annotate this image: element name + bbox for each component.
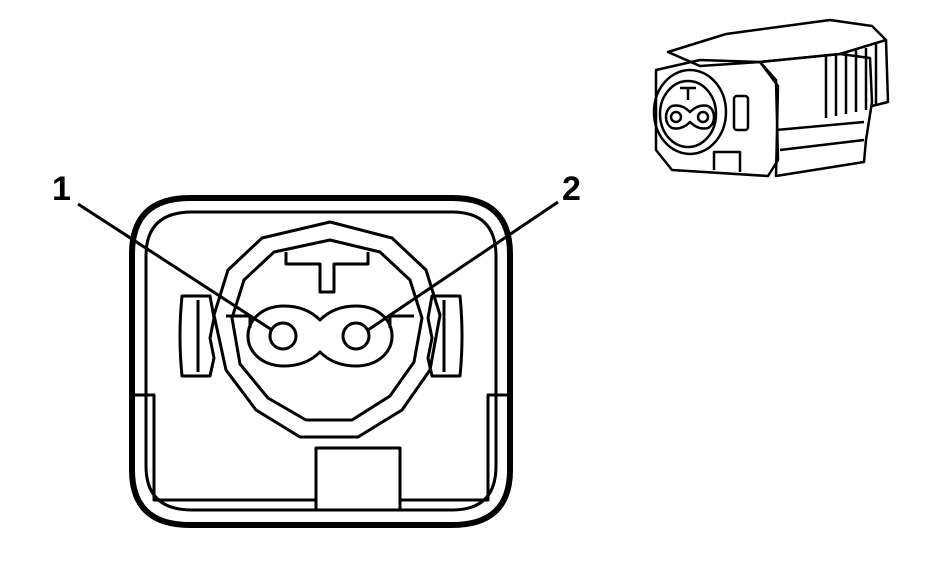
leader-line-2 [367, 200, 559, 332]
connector-isometric-view [652, 18, 890, 178]
iso-terminal-body [664, 104, 716, 130]
iso-keying-rib [680, 86, 696, 100]
terminal-bracket-left [226, 314, 252, 328]
keying-rib [284, 252, 370, 294]
iso-socket-ring [652, 68, 728, 156]
housing-outer [129, 195, 513, 528]
side-clip-right [426, 294, 464, 378]
iso-bottom-notch [712, 150, 742, 172]
callout-2-label: 2 [562, 170, 581, 208]
iso-terminal-2-icon [696, 110, 710, 124]
connector-face [129, 195, 513, 528]
terminal-1-hole [268, 321, 298, 351]
iso-front-face [654, 58, 780, 178]
iso-side-clip [732, 94, 750, 132]
locking-tab-notch [314, 446, 402, 510]
socket-ring-outer [212, 220, 442, 439]
leader-line-1 [77, 202, 273, 332]
terminal-body [246, 304, 394, 368]
housing-step-left [132, 393, 316, 502]
terminal-bracket-right [388, 314, 414, 328]
terminal-2-hole [341, 321, 371, 351]
iso-side-step [775, 120, 865, 152]
socket-ring-inner [230, 238, 424, 422]
callout-1-label: 1 [52, 170, 71, 208]
iso-socket-inner [658, 79, 718, 149]
iso-ribs [824, 39, 890, 118]
iso-terminal-1-icon [669, 110, 683, 124]
side-clip-left [178, 294, 216, 378]
housing-step-right [400, 393, 510, 502]
housing-inner [144, 210, 498, 512]
iso-side-body [758, 52, 874, 178]
